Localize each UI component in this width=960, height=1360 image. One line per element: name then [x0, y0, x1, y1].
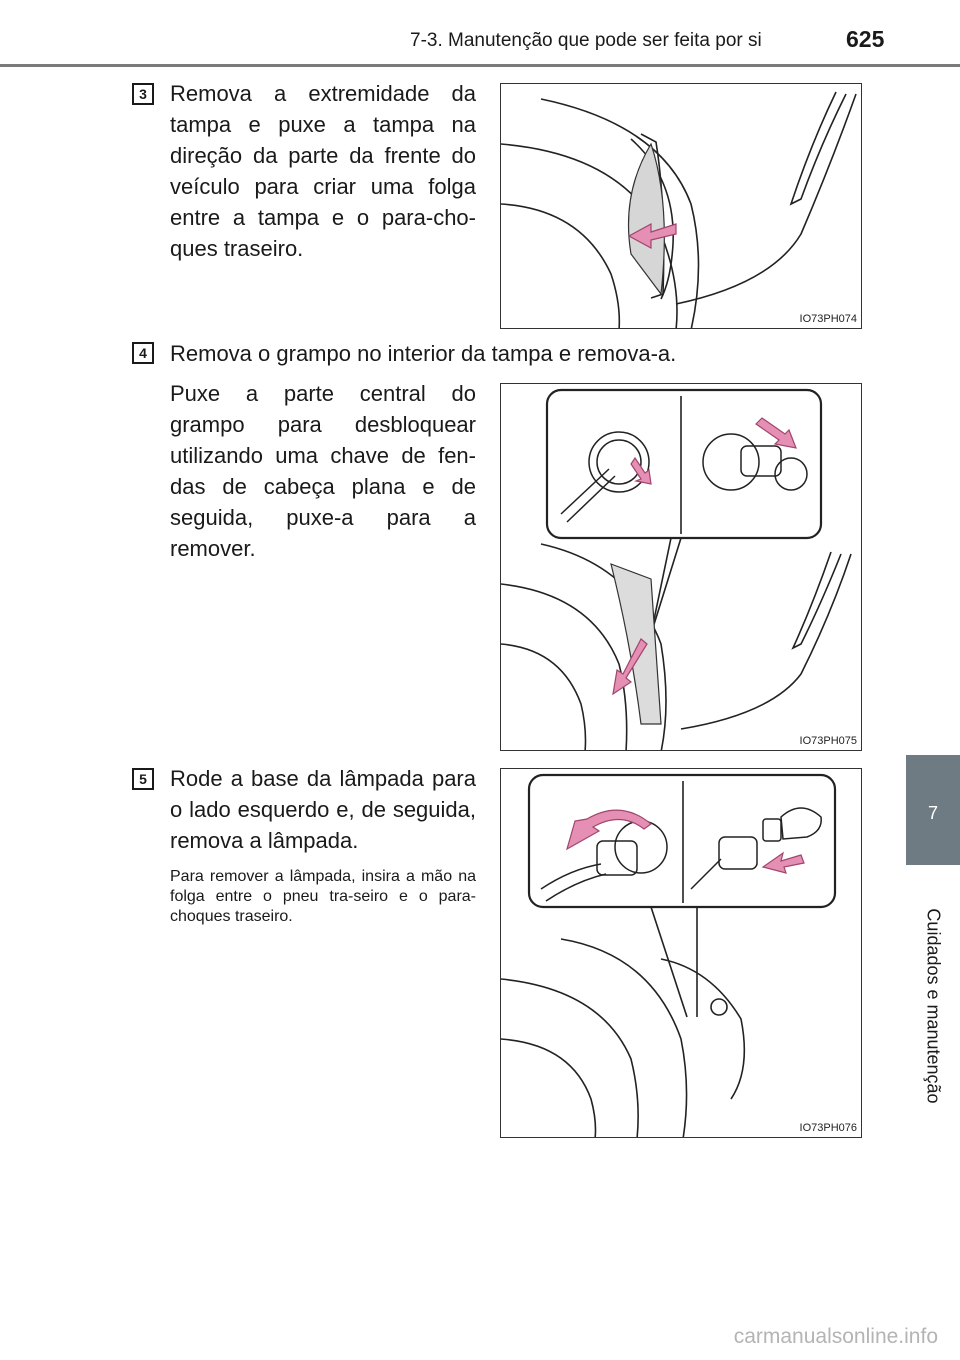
illustration-tail-cover	[501, 91, 857, 328]
page-number: 625	[846, 26, 885, 52]
illustration-bulb-removal	[501, 773, 837, 1137]
chapter-title-vertical: Cuidados e manutenção	[906, 866, 960, 1146]
figure-step-4: IO73PH075	[500, 383, 862, 751]
figure-code: IO73PH074	[799, 313, 857, 325]
figure-step-5: IO73PH076	[500, 768, 862, 1138]
step-4-subtext: Puxe a parte central do grampo para desb…	[170, 381, 476, 561]
chapter-number: 7	[927, 803, 938, 823]
figure-step-3: IO73PH074	[500, 83, 862, 329]
chapter-title: Cuidados e manutenção	[923, 908, 944, 1104]
watermark: carmanualsonline.info	[733, 1325, 938, 1348]
pull-arrow	[627, 222, 677, 250]
step-5-text: Rode a base da lâmpada para o lado esque…	[170, 766, 476, 853]
section-title: 7-3. Manutenção que pode ser feita por s…	[410, 30, 762, 51]
step-badge-3: 3	[132, 83, 154, 105]
step-badge-5: 5	[132, 768, 154, 790]
illustration-clip-removal	[501, 388, 852, 750]
step-4-text: Remova o grampo no interior da tampa e r…	[170, 341, 677, 366]
step-badge-4: 4	[132, 342, 154, 364]
step-3-text: Remova a extremidade da tampa e puxe a t…	[170, 81, 476, 261]
chapter-tab[interactable]: 7	[906, 755, 960, 865]
step-5-note: Para remover a lâmpada, insira a mão na …	[170, 868, 476, 925]
figure-code: IO73PH076	[799, 1122, 857, 1134]
header-divider	[0, 64, 960, 67]
figure-code: IO73PH075	[799, 735, 857, 747]
